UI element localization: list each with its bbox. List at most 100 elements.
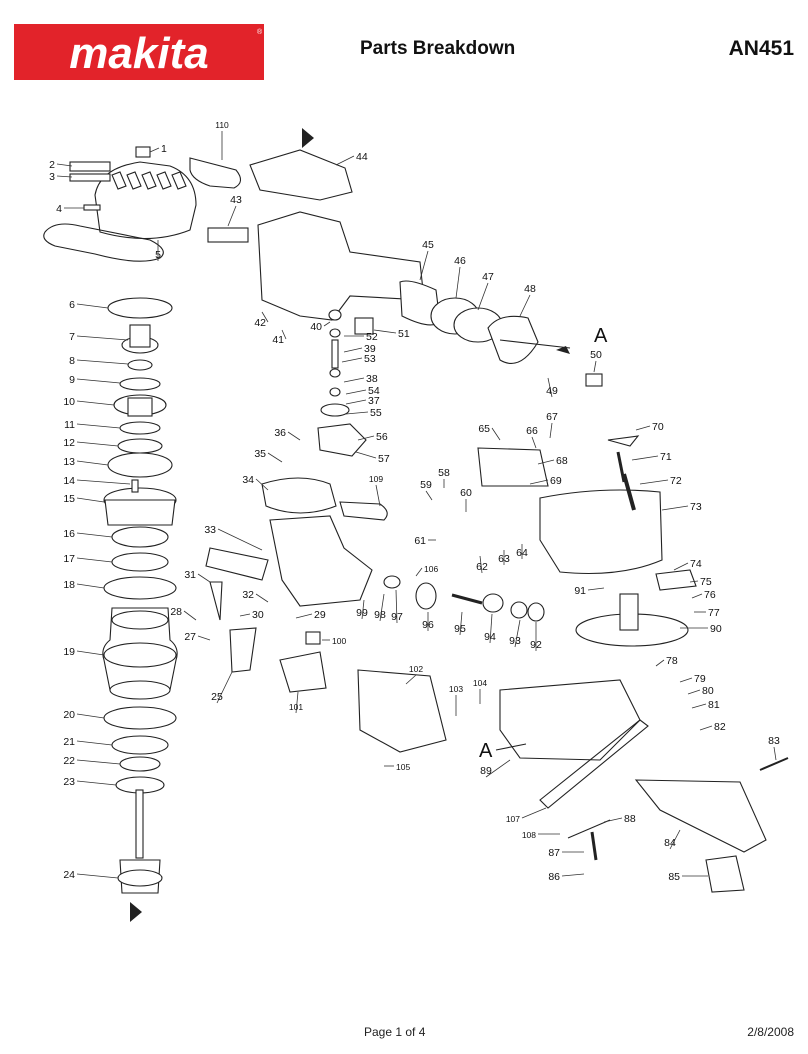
part-shape [634,779,767,853]
part-label: 93 [509,635,521,647]
part-shape [320,403,350,417]
leader-line [197,573,211,583]
part-label: 30 [252,609,264,621]
part-label: 94 [484,631,496,643]
part-shape [229,627,257,673]
part-label: 13 [63,456,75,468]
part-label: 80 [702,685,714,697]
part-label: 103 [449,684,463,694]
leader-line [345,399,367,405]
part-label: 17 [63,553,75,565]
part-labels: 1234567891011121314151617181920212223242… [49,120,780,883]
leader-line [673,562,689,571]
part-shape [94,161,197,240]
part-shape [655,569,697,591]
part-label: 42 [254,317,266,329]
leader-line [183,610,197,621]
part-label: 77 [708,607,720,619]
part-label: 50 [590,349,602,361]
part-shape [249,149,353,201]
leader-line [661,505,689,511]
part-shape [103,706,177,730]
part-label: 35 [254,448,266,460]
part-label: 28 [170,606,182,618]
leader-line [216,671,233,704]
leader-line [76,740,113,746]
part-label: 34 [242,474,254,486]
part-shape [103,642,177,668]
leader-line [361,599,365,620]
part-label: 53 [364,353,376,365]
leader-line [343,347,363,353]
part-shape [759,757,789,771]
part-shape [339,501,388,521]
leader-line [76,423,121,429]
part-shape [111,552,169,572]
part-label: 79 [694,673,706,685]
part-shape [510,601,528,619]
part-label: 38 [366,373,378,385]
part-label: 61 [414,535,426,547]
part-label: 101 [289,702,303,712]
part-shape [209,581,223,621]
leader-line [379,593,385,622]
part-shape [107,297,173,319]
part-shape [567,819,611,839]
leader-line [76,650,105,656]
leader-line [489,613,493,644]
part-shape [539,489,663,575]
part-shape [451,593,483,605]
logo-wordmark: makita [69,29,208,78]
part-shape [328,309,342,321]
part-shape [590,831,598,861]
leader-line [357,435,375,441]
part-shape [103,576,177,600]
part-label: 99 [356,607,368,619]
part-shape [83,204,101,211]
part-shape [111,735,169,755]
leader-line [76,441,119,447]
part-label: 107 [506,814,520,824]
leader-line [689,580,699,583]
leader-line [255,478,269,491]
part-shape [499,339,571,349]
leader-line [76,400,115,406]
leader-line [56,163,73,167]
leader-line [197,635,211,641]
part-shape [383,575,401,589]
part-shape [129,324,151,348]
part-label: 20 [63,709,75,721]
part-shape [207,227,249,243]
leader-line [491,427,501,441]
leader-line [679,677,693,683]
leader-line [691,703,707,709]
part-label: 98 [374,609,386,621]
part-label: 108 [522,830,536,840]
leader-line [477,282,489,311]
part-label: 25 [211,691,223,703]
part-label: 66 [526,425,538,437]
part-label: 85 [668,871,680,883]
part-shape [331,339,339,369]
part-label: 83 [768,735,780,747]
part-drawings [43,128,789,922]
part-label: 47 [482,271,494,283]
part-label: 33 [204,524,216,536]
part-shape [141,171,157,190]
part-label: 82 [714,721,726,733]
part-shape [117,869,163,887]
part-label: 40 [310,321,322,333]
leader-line [375,484,381,507]
page-indicator: Page 1 of 4 [364,1025,426,1039]
leader-line [267,452,283,463]
part-label: 23 [63,776,75,788]
leader-line [227,205,237,227]
part-label: 106 [424,564,438,574]
part-label: 5 [155,249,161,261]
leader-line [459,611,463,636]
part-label: 37 [368,395,380,407]
part-label: 88 [624,813,636,825]
part-label: 75 [700,576,712,588]
part-label: 54 [368,385,380,397]
